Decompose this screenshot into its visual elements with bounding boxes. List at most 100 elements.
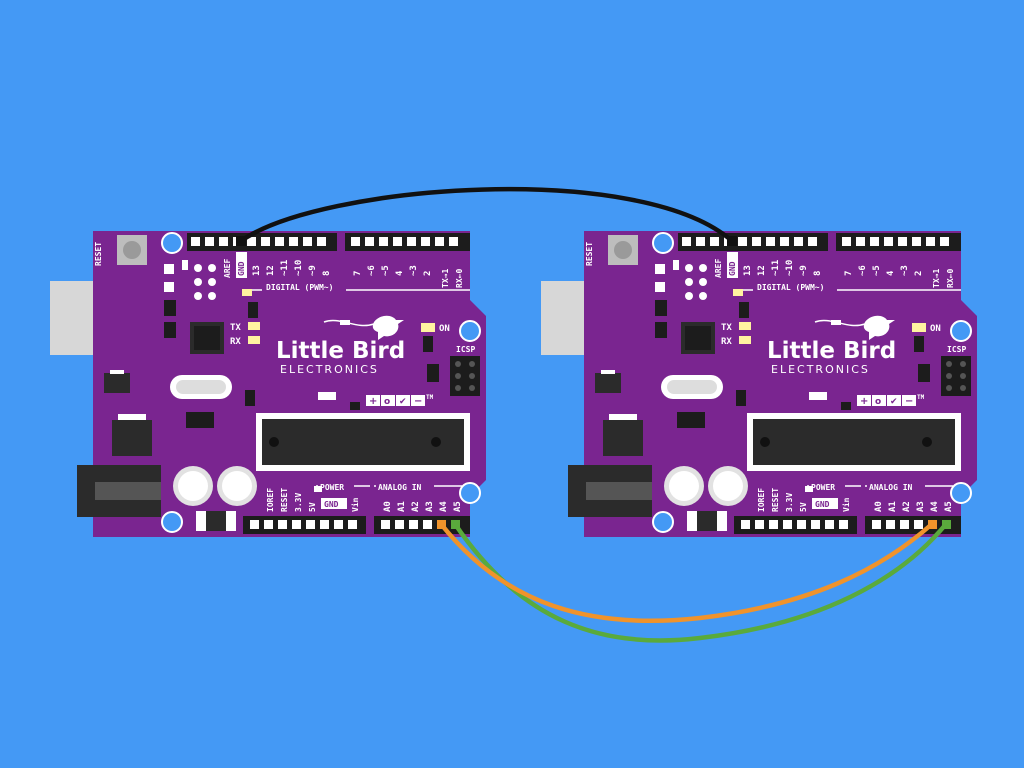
capacitor [164, 300, 176, 316]
power-pin-label: IOREF [757, 488, 766, 512]
digital-label: DIGITAL (PWM~) [757, 283, 824, 292]
smd-part [809, 392, 827, 400]
voltage-regulator [104, 373, 130, 393]
voltage-regulator-tab [601, 370, 615, 374]
analog-header-pins [872, 520, 923, 529]
pin-label: 2 [914, 271, 924, 276]
diode-body [697, 511, 717, 531]
analog-pin-label: A0 [383, 501, 393, 512]
pin-label: 7 [353, 271, 363, 276]
smd-part [318, 392, 336, 400]
gnd-pin-board-2 [727, 236, 737, 246]
mount-hole [652, 232, 674, 254]
tx-led [248, 322, 260, 330]
usb-chip-inner [194, 326, 220, 350]
pin-label: 2 [423, 271, 433, 276]
power-label-bg [318, 482, 354, 492]
pin-label: 12 [757, 265, 767, 276]
icsp-pins [455, 361, 475, 391]
pin-label: ~3 [409, 265, 419, 276]
crystal-inner [667, 380, 717, 394]
pin-label: 4 [886, 270, 896, 276]
arduino-symbols: + o ✔ − [857, 395, 916, 407]
power-header-pins [741, 520, 848, 529]
power-header [243, 516, 366, 534]
analog-pin-label: A5 [453, 501, 463, 512]
led-13 [733, 289, 743, 296]
pin-label: RX←0 [946, 269, 955, 288]
icsp-label: ICSP [947, 345, 966, 354]
mount-hole [161, 511, 183, 533]
resistor-icon [340, 320, 350, 325]
digital-pin-labels: AREF GND 13 12 ~11 ~10 ~9 8 7 ~6 ~5 4 ~3… [714, 252, 955, 288]
power-pin-label: 5V [799, 502, 808, 512]
smd-part [736, 390, 746, 406]
reset-button-cap [614, 241, 632, 259]
analog-header-pins [381, 520, 432, 529]
digital-label-bg [262, 281, 346, 292]
electrolytic-capacitor-top [713, 471, 743, 501]
analog-pin-labels: A0 A1 A2 A3 A4 A5 [874, 501, 954, 512]
power-header-pins [250, 520, 357, 529]
power-pin-label: 3.3V [294, 493, 303, 512]
chip-notch [269, 437, 279, 447]
smd-part [245, 390, 255, 406]
resistor [739, 302, 749, 318]
voltage-regulator [595, 373, 621, 393]
trademark: TM [426, 394, 434, 401]
resistor-icon [831, 320, 841, 325]
resistor [914, 336, 924, 352]
crystal-inner [176, 380, 226, 394]
pin-label: ~6 [858, 265, 868, 276]
smd-part [841, 402, 851, 410]
voltage-regulator [112, 420, 152, 456]
power-pin-label: Vin [350, 497, 360, 512]
pin-label: ~9 [308, 265, 318, 276]
analog-pin-label: A3 [916, 501, 926, 512]
usb-chip-inner [685, 326, 711, 350]
smd-part [350, 402, 360, 410]
svg-text:+: + [369, 396, 377, 407]
power-pin-label: Vin [841, 497, 851, 512]
analog-label-bg [376, 482, 434, 492]
analog-pin-label: A2 [902, 501, 912, 512]
analog-pin-label: A5 [944, 501, 954, 512]
mount-hole [652, 511, 674, 533]
gnd-label: GND [237, 261, 246, 276]
power-label: POWER [811, 483, 835, 492]
dc-jack-core [586, 482, 652, 500]
power-pin-labels: IOREF RESET 3.3V 5V GND Vin [266, 488, 360, 512]
power-pin-label: 5V [308, 502, 317, 512]
mount-hole [459, 482, 481, 504]
rx-led [739, 336, 751, 344]
power-gnd-bg [321, 498, 347, 509]
rx-led [248, 336, 260, 344]
power-pin-label: 3.3V [785, 493, 794, 512]
svg-text:o: o [875, 397, 881, 407]
power-header [734, 516, 857, 534]
smd-components [655, 260, 707, 300]
pin-label: ~3 [900, 265, 910, 276]
brand-logo: Little Bird ELECTRONICS [276, 315, 405, 376]
brand-subtitle: ELECTRONICS [280, 363, 379, 376]
pin-label: ~5 [872, 265, 882, 276]
on-label: ON [439, 324, 450, 334]
capacitor [918, 364, 930, 382]
analog-pin-label: A0 [874, 501, 884, 512]
capacitor [655, 300, 667, 316]
brand-subtitle: ELECTRONICS [771, 363, 870, 376]
pin-label: ~10 [785, 260, 795, 276]
chip-dot [922, 437, 932, 447]
voltage-regulator-tab [118, 414, 146, 420]
pin-label: ~10 [294, 260, 304, 276]
svg-text:o: o [384, 397, 390, 407]
smd-chip [186, 412, 214, 428]
digital-header-right-pins [351, 237, 458, 246]
pin-label: RX←0 [455, 269, 464, 288]
tx-led [739, 322, 751, 330]
digital-header-right-pins [842, 237, 949, 246]
mount-hole [950, 320, 972, 342]
analog-label-bg [867, 482, 925, 492]
svg-text:+: + [860, 396, 868, 407]
